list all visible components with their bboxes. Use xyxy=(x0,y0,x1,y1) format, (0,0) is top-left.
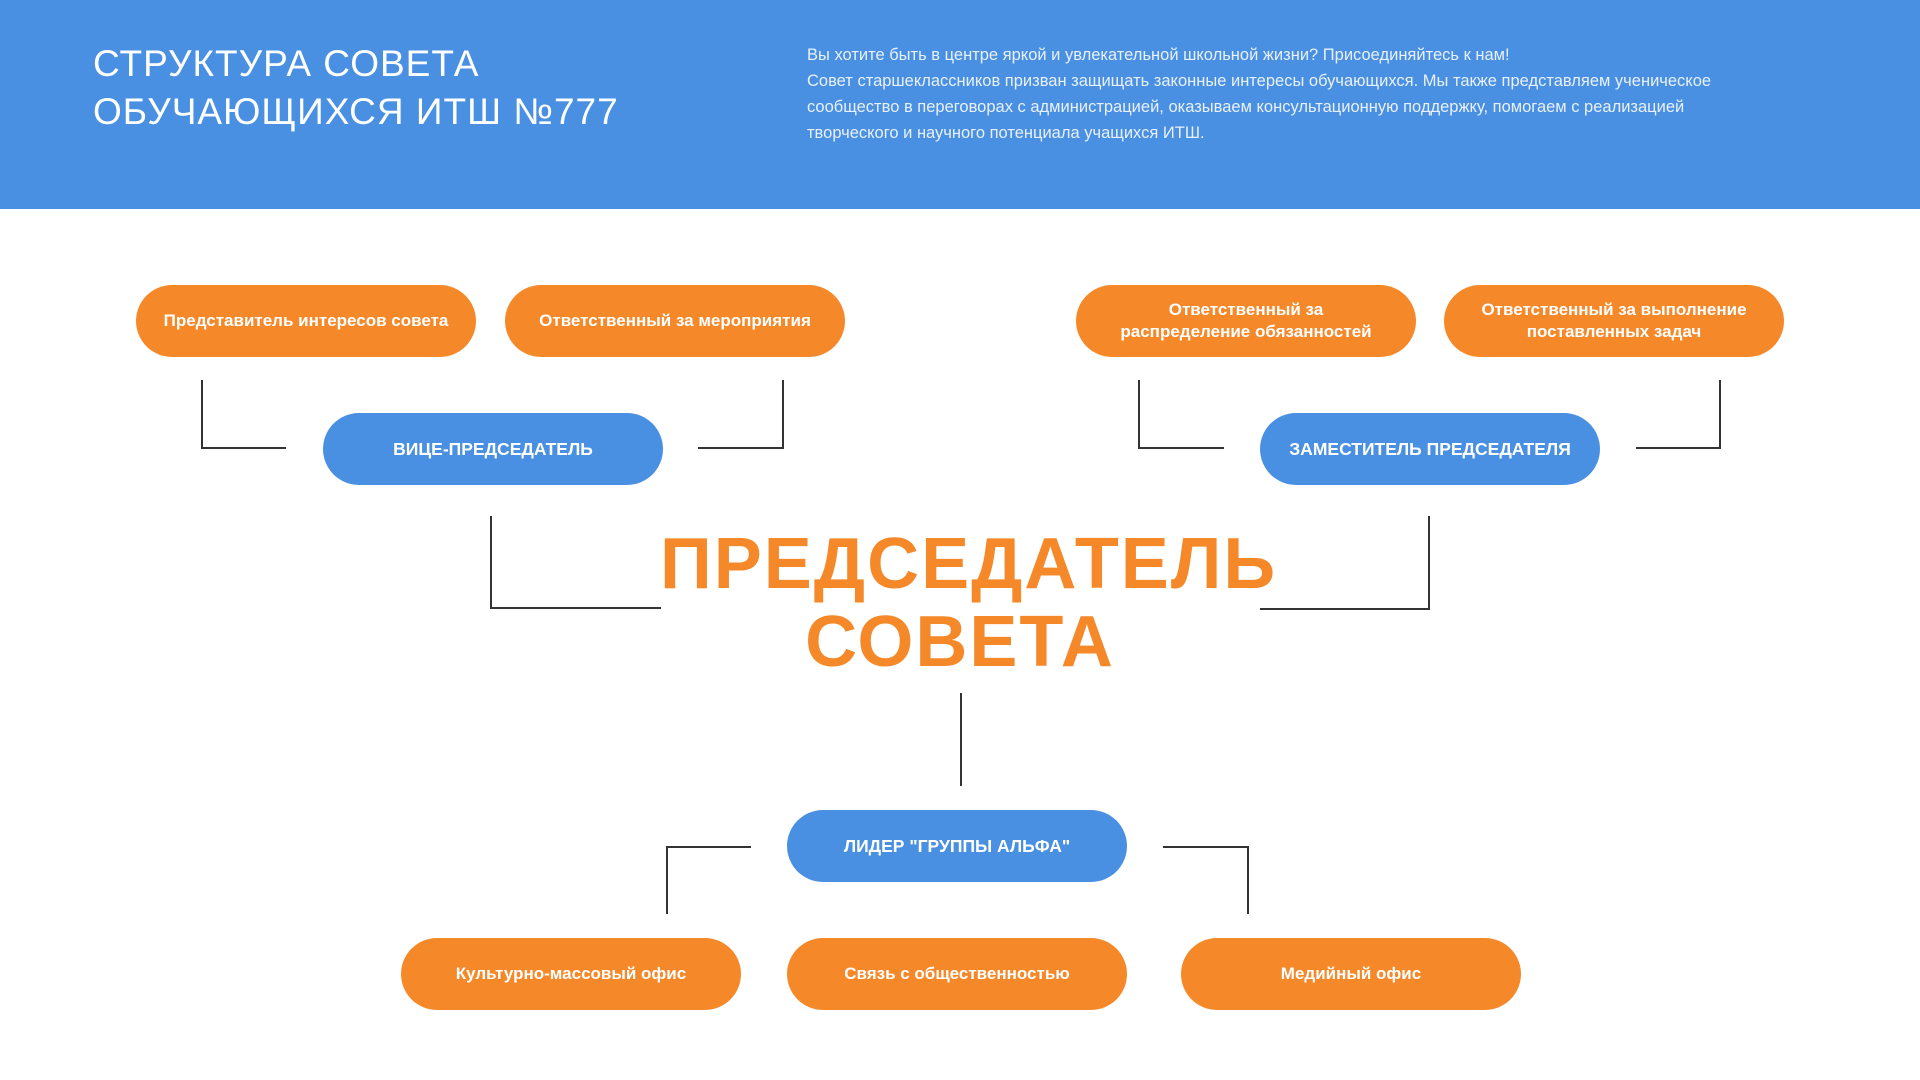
connector-events-to-vice xyxy=(698,380,784,449)
representative-label: Представитель интересов совета xyxy=(163,311,449,330)
connector-tasks-to-deputy xyxy=(1636,380,1721,449)
header-banner: СТРУКТУРА СОВЕТА ОБУЧАЮЩИХСЯ ИТШ №777 Вы… xyxy=(0,0,1920,209)
connector-duties-to-deputy xyxy=(1138,380,1224,449)
page-title: СТРУКТУРА СОВЕТА ОБУЧАЮЩИХСЯ ИТШ №777 xyxy=(93,40,713,136)
duties-responsible-line-1: Ответственный за xyxy=(1168,300,1324,319)
media-office-label: Медийный офис xyxy=(1280,964,1422,983)
cultural-office-node: Культурно-массовый офис xyxy=(401,938,741,1010)
intro-text-line-3: сообщество в переговорах с администрацие… xyxy=(807,98,1685,116)
media-office-node: Медийный офис xyxy=(1181,938,1521,1010)
duties-responsible-line-2: распределение обязанностей xyxy=(1120,322,1372,341)
public-relations-node: Связь с общественностью xyxy=(787,938,1127,1010)
vice-chairman-label: ВИЦЕ-ПРЕДСЕДАТЕЛЬ xyxy=(393,439,593,459)
deputy-chairman-node: ЗАМЕСТИТЕЛЬ ПРЕДСЕДАТЕЛЯ xyxy=(1260,413,1600,485)
connector-representative-to-vice xyxy=(201,380,286,449)
page-title-line-1: СТРУКТУРА СОВЕТА xyxy=(93,43,480,84)
tasks-responsible-line-1: Ответственный за выполнение xyxy=(1481,300,1747,319)
connector-alpha-to-cultural xyxy=(666,846,751,914)
tasks-responsible-text: Ответственный за выполнение поставленных… xyxy=(1481,299,1746,343)
alpha-leader-node: ЛИДЕР "ГРУППЫ АЛЬФА" xyxy=(787,810,1127,882)
events-responsible-node: Ответственный за мероприятия xyxy=(505,285,845,357)
duties-responsible-text: Ответственный за распределение обязаннос… xyxy=(1120,299,1371,343)
intro-text: Вы хотите быть в центре яркой и увлекате… xyxy=(807,42,1817,146)
events-responsible-label: Ответственный за мероприятия xyxy=(539,311,811,330)
public-relations-label: Связь с общественностью xyxy=(844,964,1070,983)
duties-responsible-node: Ответственный за распределение обязаннос… xyxy=(1076,285,1416,357)
connector-vice-to-chairman xyxy=(490,516,661,609)
chairman-title-line-1: ПРЕДСЕДАТЕЛЬ xyxy=(660,524,1278,604)
connector-alpha-to-media xyxy=(1163,846,1249,914)
chairman-title-line-2: СОВЕТА xyxy=(805,602,1115,682)
page-title-line-2: ОБУЧАЮЩИХСЯ ИТШ №777 xyxy=(93,91,619,132)
intro-text-line-4: творческого и научного потенциала учащих… xyxy=(807,124,1205,142)
representative-node: Представитель интересов совета xyxy=(136,285,476,357)
tasks-responsible-line-2: поставленных задач xyxy=(1526,322,1702,341)
connector-deputy-to-chairman xyxy=(1260,516,1430,610)
intro-text-line-1: Вы хотите быть в центре яркой и увлекате… xyxy=(807,46,1510,64)
alpha-leader-label: ЛИДЕР "ГРУППЫ АЛЬФА" xyxy=(843,836,1071,856)
cultural-office-label: Культурно-массовый офис xyxy=(455,964,687,983)
tasks-responsible-node: Ответственный за выполнение поставленных… xyxy=(1444,285,1784,357)
deputy-chairman-label: ЗАМЕСТИТЕЛЬ ПРЕДСЕДАТЕЛЯ xyxy=(1289,439,1571,459)
intro-text-line-2: Совет старшеклассников призван защищать … xyxy=(807,72,1712,90)
vice-chairman-node: ВИЦЕ-ПРЕДСЕДАТЕЛЬ xyxy=(323,413,663,485)
chairman-title: ПРЕДСЕДАТЕЛЬ СОВЕТА xyxy=(660,524,1278,682)
